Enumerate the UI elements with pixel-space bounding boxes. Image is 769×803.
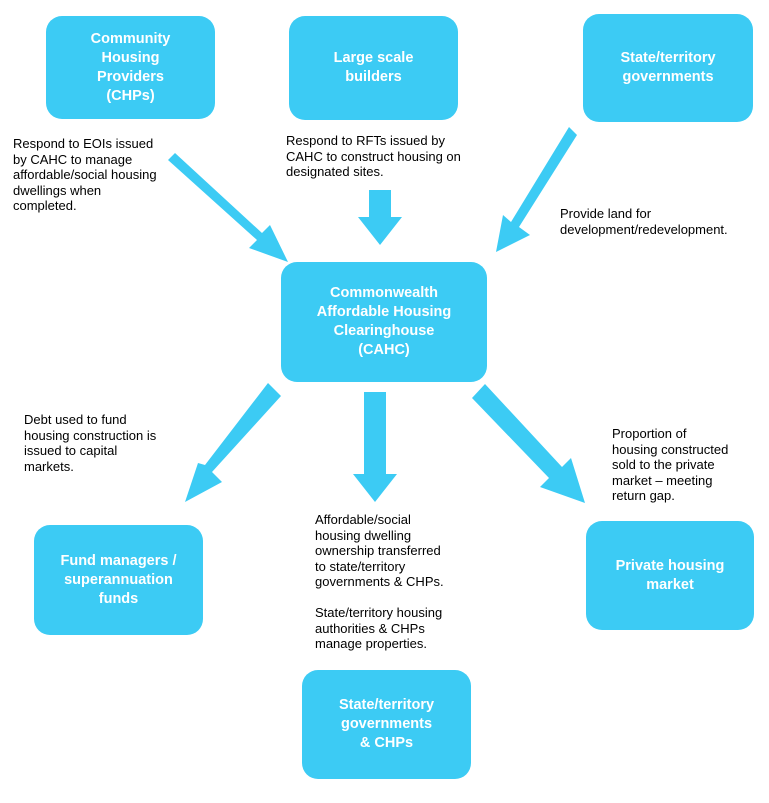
note-fund-managers: Debt used to fund housing construction i… — [24, 412, 157, 474]
arrow-chps-to-cahc — [168, 153, 288, 262]
node-community-housing-providers: Community Housing Providers (CHPs) — [46, 16, 215, 119]
note-private-market: Proportion of housing constructed sold t… — [612, 426, 729, 503]
node-state-territory-governments-chps: State/territory governments & CHPs — [302, 670, 471, 779]
node-state-territory-governments-top: State/territory governments — [583, 14, 753, 122]
arrow-builders-to-cahc — [358, 190, 402, 245]
arrow-state-to-cahc — [496, 127, 577, 252]
arrow-cahc-to-private-market — [472, 384, 585, 503]
note-state-land: Provide land for development/redevelopme… — [560, 206, 728, 237]
node-private-housing-market: Private housing market — [586, 521, 754, 630]
node-fund-managers: Fund managers / superannuation funds — [34, 525, 203, 635]
arrow-cahc-to-fund-managers — [185, 383, 281, 502]
note-chps: Respond to EOIs issued by CAHC to manage… — [13, 136, 157, 213]
note-builders: Respond to RFTs issued by CAHC to constr… — [286, 133, 461, 179]
node-cahc: Commonwealth Affordable Housing Clearing… — [281, 262, 487, 382]
arrow-cahc-to-state-chps — [353, 392, 397, 502]
note-state-chps-transfer: Affordable/social housing dwelling owner… — [315, 512, 444, 651]
node-large-scale-builders: Large scale builders — [289, 16, 458, 120]
